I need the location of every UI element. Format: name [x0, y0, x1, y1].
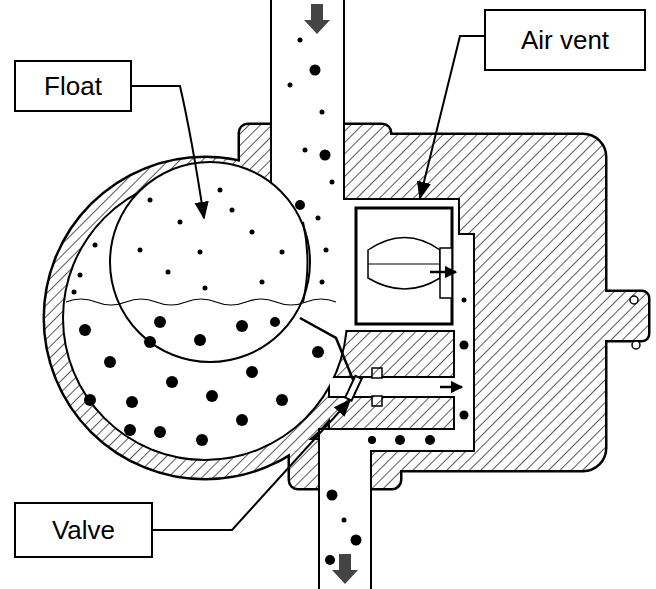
cap-knob	[598, 292, 648, 340]
air-vent-element	[356, 208, 452, 324]
steam-dot	[260, 280, 265, 285]
steam-dot	[324, 248, 329, 253]
outlet-channel	[455, 235, 473, 450]
condensate-drop	[84, 394, 96, 406]
steam-dot	[288, 83, 293, 88]
steam-dot	[72, 290, 77, 295]
condensate-drop	[79, 324, 91, 336]
steam-dot	[218, 188, 223, 193]
condensate-drop	[104, 356, 116, 368]
steam-dot	[178, 220, 183, 225]
steam-dot	[230, 208, 235, 213]
part-label: Air vent	[521, 26, 609, 55]
knob-detail	[630, 296, 638, 304]
condensate-drop	[166, 376, 178, 388]
condensate-drop	[460, 341, 469, 350]
air-vent-capsule	[368, 238, 440, 290]
outlet-channel	[455, 235, 473, 450]
housing-wall	[330, 135, 605, 470]
condensate-drop	[460, 411, 469, 420]
condensate-drop	[325, 555, 335, 565]
part-label: Float	[44, 72, 102, 101]
vent-recess	[300, 200, 458, 330]
condensate-drop	[154, 316, 166, 328]
condensate-drop	[351, 535, 362, 546]
steam-dot	[250, 230, 255, 235]
float-lever	[300, 318, 354, 382]
valve-seat	[372, 396, 382, 406]
flow-arrow	[332, 554, 358, 584]
outlet-pipe	[320, 430, 370, 589]
condensate-drop	[154, 426, 166, 438]
steam-dot	[303, 148, 308, 153]
part-label: Valve	[52, 516, 115, 545]
steam-dot	[298, 38, 303, 43]
flow-arrow	[304, 4, 330, 34]
steam-dot	[342, 518, 347, 523]
steam-dot	[320, 110, 325, 115]
condensate-drop	[276, 394, 288, 406]
condensate-drop	[236, 414, 248, 426]
steam-dot	[320, 280, 325, 285]
float-bracket	[303, 222, 308, 302]
condensate-drop	[126, 396, 138, 408]
steam-dot	[166, 270, 171, 275]
condensate-drop	[425, 435, 435, 445]
condensate-drop	[270, 317, 280, 327]
steam-dot	[148, 198, 153, 203]
steam-dot	[78, 273, 83, 278]
condensate-drop	[320, 150, 331, 161]
flow-arrow	[430, 271, 456, 274]
flow-arrow	[440, 386, 462, 389]
condensate-drop	[246, 366, 258, 378]
condensate-drop	[312, 346, 324, 358]
valve-disc	[345, 376, 361, 401]
condensate-drop	[395, 435, 405, 445]
steam-dot	[330, 180, 335, 185]
condensate-drop	[144, 336, 156, 348]
housing-wall	[330, 135, 605, 470]
steam-dot	[138, 248, 143, 253]
condensate-drop	[236, 320, 248, 332]
condensate-drop	[368, 436, 376, 444]
outlet-pipe	[320, 430, 370, 589]
label-box: Float	[14, 60, 132, 112]
condensate-drop	[196, 434, 208, 446]
vent-recess	[300, 200, 458, 330]
condensate-drop	[327, 490, 338, 501]
condensate-drop	[206, 390, 218, 402]
air-vent-capsule	[368, 264, 440, 265]
leader-line	[420, 36, 484, 198]
steam-dot	[93, 243, 98, 248]
steam-dot	[198, 250, 203, 255]
water-level	[66, 299, 336, 305]
knob-detail	[632, 341, 640, 349]
steam-dot	[280, 250, 285, 255]
leader-line	[132, 86, 204, 218]
cap-knob	[598, 292, 648, 340]
float-ball	[110, 162, 310, 362]
label-box: Air vent	[484, 9, 646, 71]
condensate-drop	[295, 200, 305, 210]
valve-seat	[372, 368, 382, 378]
steam-dot	[462, 298, 467, 303]
steam-dot	[316, 216, 321, 221]
label-box: Valve	[14, 502, 153, 558]
condensate-drop	[194, 334, 206, 346]
steam-dot	[203, 286, 208, 291]
leader-line	[153, 400, 350, 530]
condensate-drop	[310, 65, 321, 76]
condensate-dots	[79, 65, 469, 566]
condensate-drop	[124, 424, 136, 436]
